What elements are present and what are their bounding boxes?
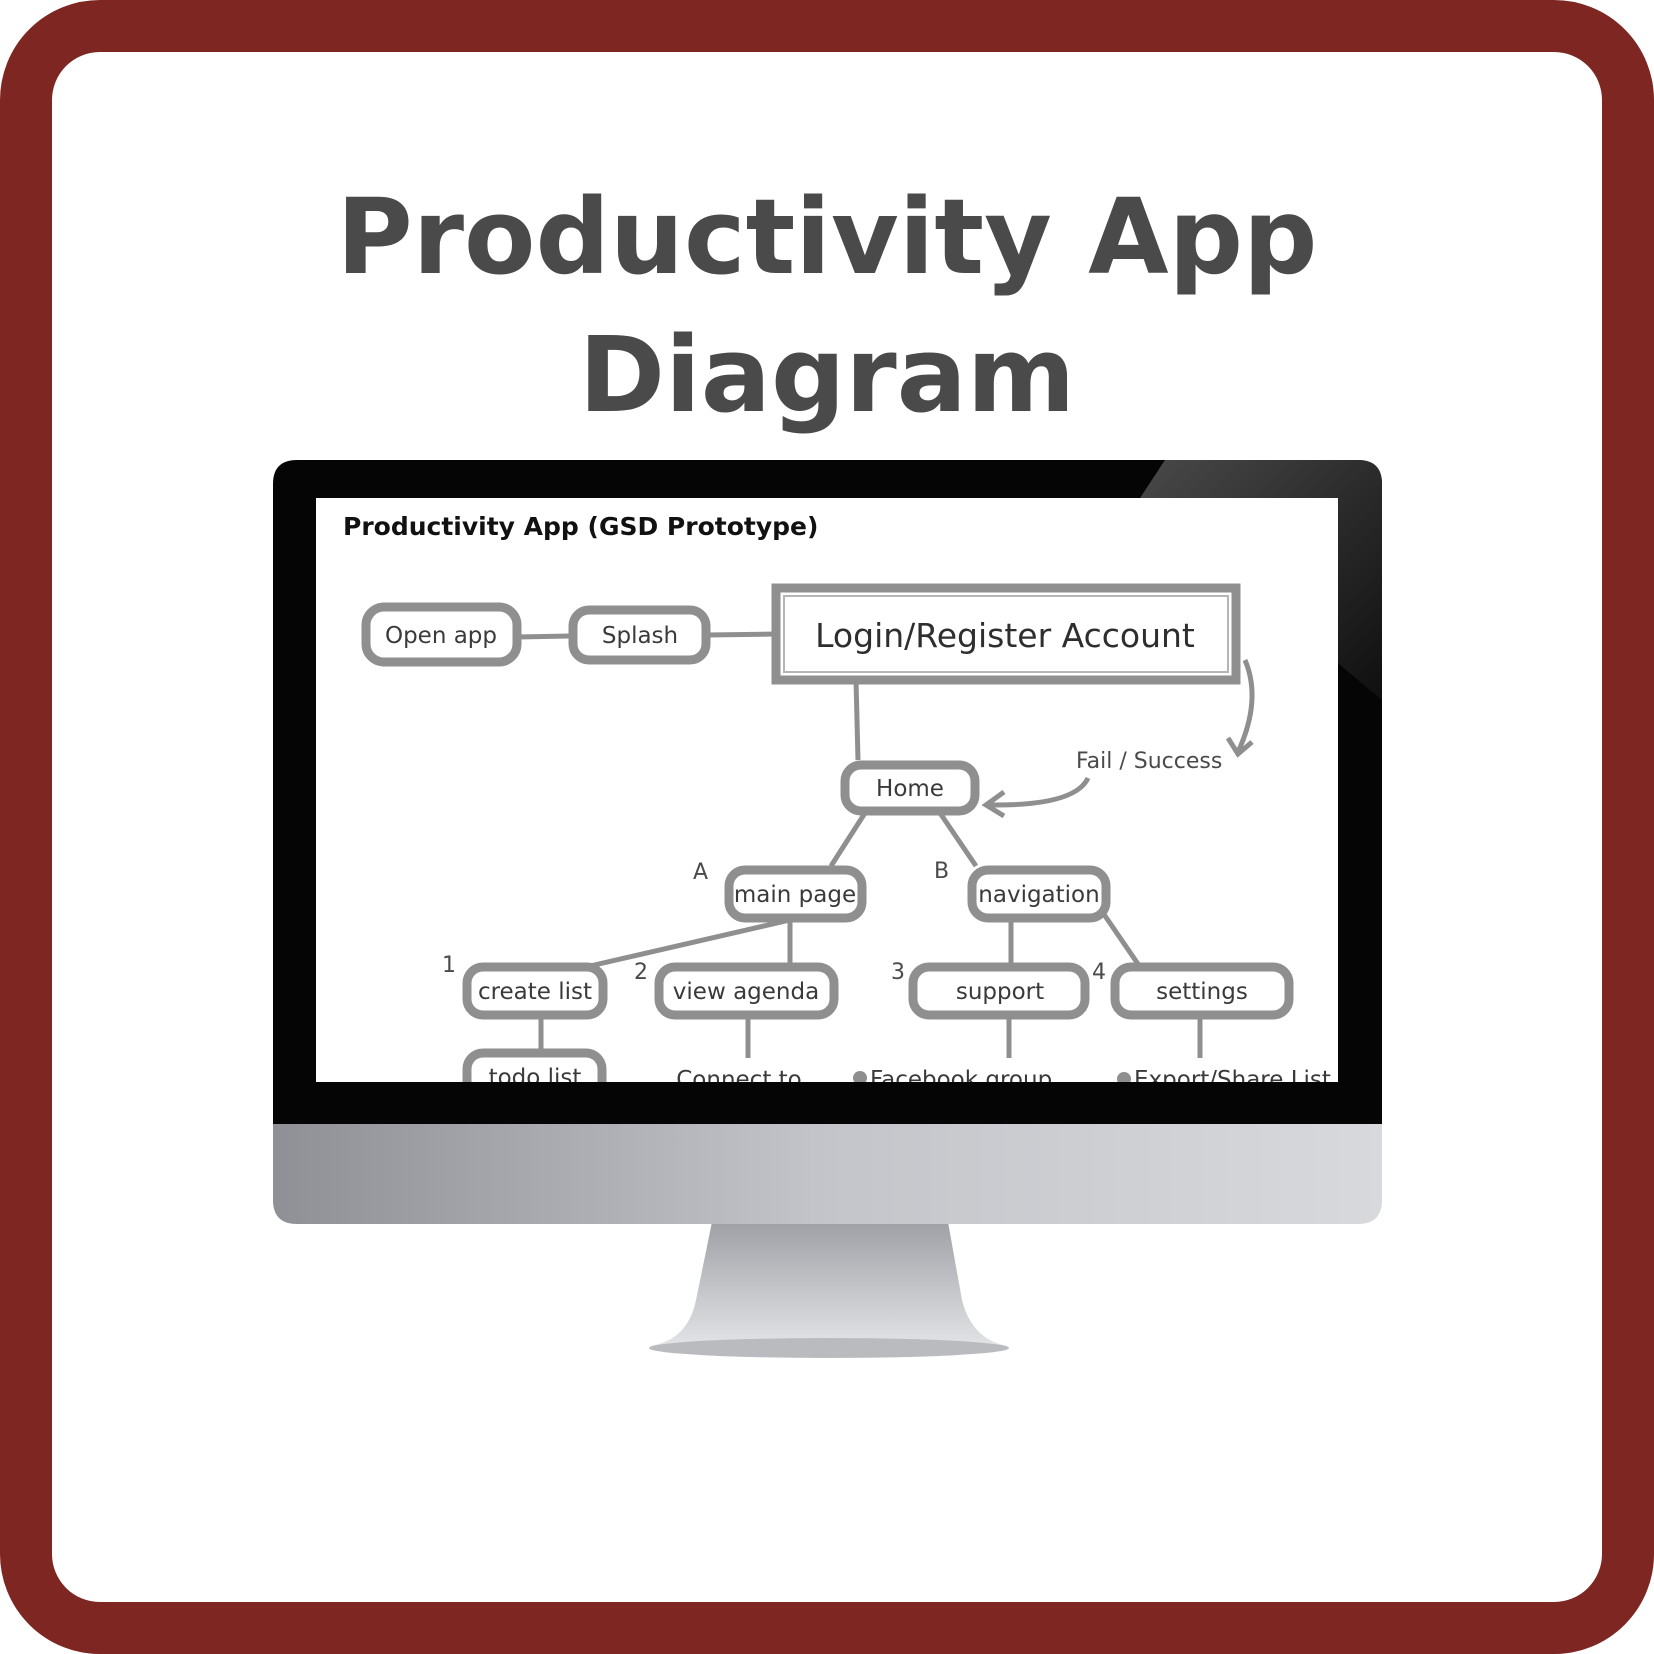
label-1: 1 xyxy=(442,953,456,978)
node-facebook-label: Facebook group xyxy=(870,1067,1052,1093)
label-fail-success: Fail / Success xyxy=(1076,749,1222,774)
node-connect-to-label: Connect to xyxy=(676,1067,802,1093)
label-2: 2 xyxy=(634,960,648,985)
node-export-label: Export/Share List xyxy=(1134,1067,1331,1093)
node-settings-label: settings xyxy=(1156,979,1248,1005)
title-line-1: Productivity App xyxy=(336,176,1318,298)
edge-home-navigation xyxy=(937,811,979,868)
node-view-agenda xyxy=(654,962,839,1020)
diagram-edges xyxy=(516,631,1255,1058)
edge-login-home xyxy=(853,679,861,761)
arrow-to-home xyxy=(989,776,1091,808)
node-create-list xyxy=(462,962,608,1020)
node-main-page xyxy=(724,865,867,923)
node-support-label: support xyxy=(956,979,1044,1005)
arrowhead-fail-success xyxy=(1225,736,1254,758)
edge-home-main xyxy=(828,811,868,868)
edge-splash-login xyxy=(706,631,777,638)
node-settings xyxy=(1110,962,1294,1020)
edge-nav-settings xyxy=(1098,908,1141,966)
node-navigation-label: navigation xyxy=(978,882,1099,908)
diagram-heading: Productivity App (GSD Prototype) xyxy=(343,512,818,541)
edge-open-splash xyxy=(516,633,571,640)
diagram: Productivity App (GSD Prototype) Open ap… xyxy=(343,512,1331,1093)
bullet-facebook xyxy=(853,1071,867,1082)
title-line-2: Diagram xyxy=(578,314,1076,436)
monitor-stand xyxy=(650,1222,1008,1346)
label-4: 4 xyxy=(1092,960,1106,985)
node-view-agenda-label: view agenda xyxy=(673,979,819,1005)
node-support xyxy=(908,962,1090,1020)
node-open-app xyxy=(361,602,522,667)
node-splash xyxy=(568,605,711,665)
node-todo-list xyxy=(462,1048,607,1082)
node-navigation xyxy=(967,865,1111,923)
label-a: A xyxy=(693,860,708,885)
node-open-app-label: Open app xyxy=(385,623,497,649)
node-todo-list-label: todo list xyxy=(489,1065,582,1091)
arrowhead-to-home xyxy=(981,789,1006,819)
monitor-stand-base xyxy=(649,1338,1009,1358)
label-3: 3 xyxy=(891,960,905,985)
node-login-inner xyxy=(783,595,1229,673)
arrow-fail-success xyxy=(1235,659,1255,754)
bullet-export xyxy=(1117,1072,1131,1082)
node-login xyxy=(771,583,1241,685)
node-home xyxy=(840,760,980,816)
node-splash-label: Splash xyxy=(602,623,678,649)
monitor-chin xyxy=(273,1120,1382,1224)
node-create-list-label: create list xyxy=(478,979,592,1005)
node-home-label: Home xyxy=(876,776,944,802)
page-title: Productivity App Diagram xyxy=(0,168,1654,444)
label-b: B xyxy=(934,859,949,884)
node-login-label: Login/Register Account xyxy=(815,616,1195,655)
node-main-page-label: main page xyxy=(734,882,856,908)
edge-main-create xyxy=(589,917,791,969)
